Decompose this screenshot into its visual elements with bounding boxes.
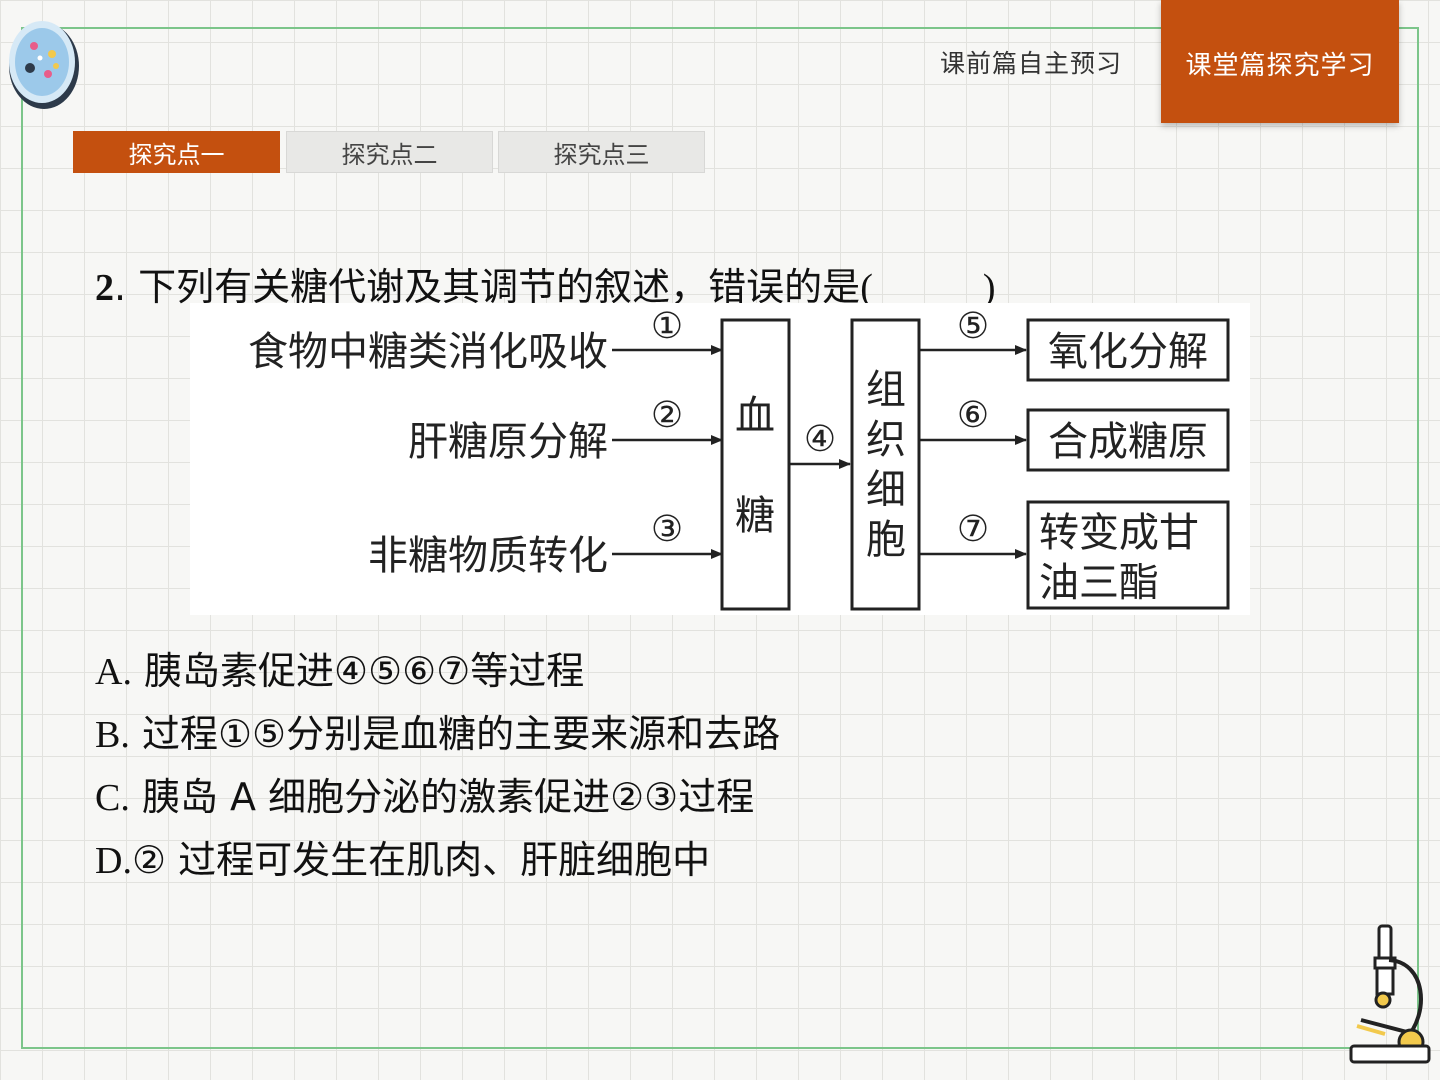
option-d-text: ② 过程可发生在肌肉、肝脏细胞中 xyxy=(131,838,711,882)
slide-frame xyxy=(21,27,1419,1049)
nav-classroom-tab[interactable]: 课堂篇探究学习 xyxy=(1161,0,1399,123)
nav-preview-link[interactable]: 课前篇自主预习 xyxy=(940,49,1123,78)
blood-sugar-char-1: 血 xyxy=(735,393,775,439)
tissue-cells-box xyxy=(850,318,921,611)
glycogen-synthesis-text: 合成糖原 xyxy=(1048,419,1208,465)
source-food-absorption: 食物中糖类消化吸收 xyxy=(248,329,608,375)
subtab-point-3[interactable]: 探究点三 xyxy=(498,131,705,173)
tissue-cells-char-2: 织 xyxy=(866,417,906,463)
arrow-label-5: ⑤ xyxy=(957,306,989,347)
option-b[interactable]: B. 过程①⑤分别是血糖的主要来源和去路 xyxy=(95,703,780,758)
microscope-icon xyxy=(1349,924,1431,1064)
question-number: 2 xyxy=(95,267,114,309)
option-c-letter: C. xyxy=(95,777,130,819)
arrow-label-2: ② xyxy=(651,395,683,436)
subtab-point-1[interactable]: 探究点一 xyxy=(73,131,280,173)
triglyceride-box xyxy=(1026,500,1230,610)
source-liver-glycogen: 肝糖原分解 xyxy=(408,419,608,465)
option-d-letter: D. xyxy=(95,840,132,882)
arrow-label-6: ⑥ xyxy=(957,395,989,436)
answer-paren-open: ( xyxy=(860,267,873,309)
option-b-letter: B. xyxy=(95,714,130,756)
arrow-label-4: ④ xyxy=(804,419,836,460)
option-a-letter: A. xyxy=(95,651,132,693)
option-a-text: 胰岛素促进④⑤⑥⑦等过程 xyxy=(131,649,585,693)
option-c[interactable]: C. 胰岛 A 细胞分泌的激素促进②③过程 xyxy=(95,766,754,821)
nav-classroom-label: 课堂篇探究学习 xyxy=(1185,51,1375,81)
petri-dish-logo-icon xyxy=(9,21,79,109)
tissue-cells-char-4: 胞 xyxy=(866,517,906,563)
question-stem: 2. 下列有关糖代谢及其调节的叙述，错误的是() xyxy=(95,265,996,309)
option-b-text: 过程①⑤分别是血糖的主要来源和去路 xyxy=(129,712,781,756)
arrow-label-1: ① xyxy=(651,306,683,347)
blood-sugar-char-2: 糖 xyxy=(735,493,775,539)
arrow-label-7: ⑦ xyxy=(957,509,989,550)
oxidation-text: 氧化分解 xyxy=(1048,329,1208,375)
triglyceride-text-line1: 转变成甘 xyxy=(1039,510,1199,556)
tissue-cells-char-1: 组 xyxy=(866,367,906,413)
option-a[interactable]: A. 胰岛素促进④⑤⑥⑦等过程 xyxy=(95,640,584,695)
answer-paren-close: ) xyxy=(982,267,996,309)
option-c-text: 胰岛 A 细胞分泌的激素促进②③过程 xyxy=(129,775,755,819)
question-text: 下列有关糖代谢及其调节的叙述，错误的是 xyxy=(138,265,861,309)
sugar-metabolism-diagram: 食物中糖类消化吸收 肝糖原分解 非糖物质转化 ① ② ③ 血 糖 ④ 组 织 细… xyxy=(190,303,1250,615)
arrow-label-3: ③ xyxy=(651,509,683,550)
source-non-sugar: 非糖物质转化 xyxy=(368,533,608,579)
option-d[interactable]: D.② 过程可发生在肌肉、肝脏细胞中 xyxy=(95,829,710,884)
blood-sugar-box xyxy=(720,318,791,611)
glycogen-synthesis-box xyxy=(1026,408,1230,472)
tissue-cells-char-3: 细 xyxy=(866,467,906,513)
oxidation-box xyxy=(1026,318,1230,382)
subtab-point-2[interactable]: 探究点二 xyxy=(286,131,493,173)
triglyceride-text-line2: 油三酯 xyxy=(1039,560,1159,606)
